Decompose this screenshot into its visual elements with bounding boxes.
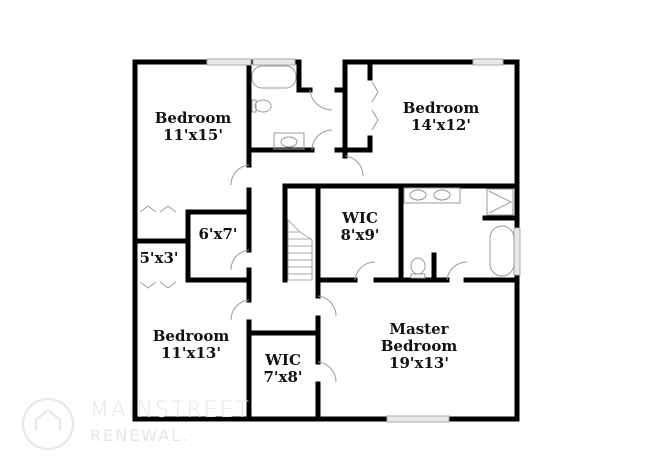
room-label-bedroom-3: Bedroom 11'x13'	[152, 327, 230, 362]
walls	[132, 59, 520, 422]
watermark-line1: MAINSTREET	[90, 398, 251, 423]
room-label-bedroom-2: Bedroom 14'x12'	[402, 99, 480, 134]
stairs	[287, 218, 313, 281]
logo-icon	[22, 398, 74, 450]
watermark-line2: RENEWAL.	[90, 426, 190, 445]
watermark: MAINSTREET RENEWAL.	[20, 396, 280, 456]
room-label-wic-7x8: WIC 7'x8'	[263, 351, 303, 386]
doors	[139, 81, 468, 383]
fixtures	[251, 65, 515, 279]
sink-icon	[273, 132, 305, 150]
room-label-bedroom-1: Bedroom 11'x15'	[154, 109, 232, 144]
bathtub-icon	[251, 65, 297, 89]
toilet-icon	[254, 99, 272, 113]
shower-icon	[486, 188, 514, 216]
room-label-master-bedroom: Master Bedroom 19'x13'	[380, 320, 458, 372]
double-sink-icon	[403, 187, 461, 204]
toilet-icon	[410, 257, 426, 275]
room-label-wic-8x9: WIC 8'x9'	[340, 209, 380, 244]
freestanding-tub-icon	[489, 225, 515, 277]
room-label-closet-6x7: 6'x7'	[198, 225, 238, 243]
room-label-closet-5x3: 5'x3'	[139, 249, 179, 267]
